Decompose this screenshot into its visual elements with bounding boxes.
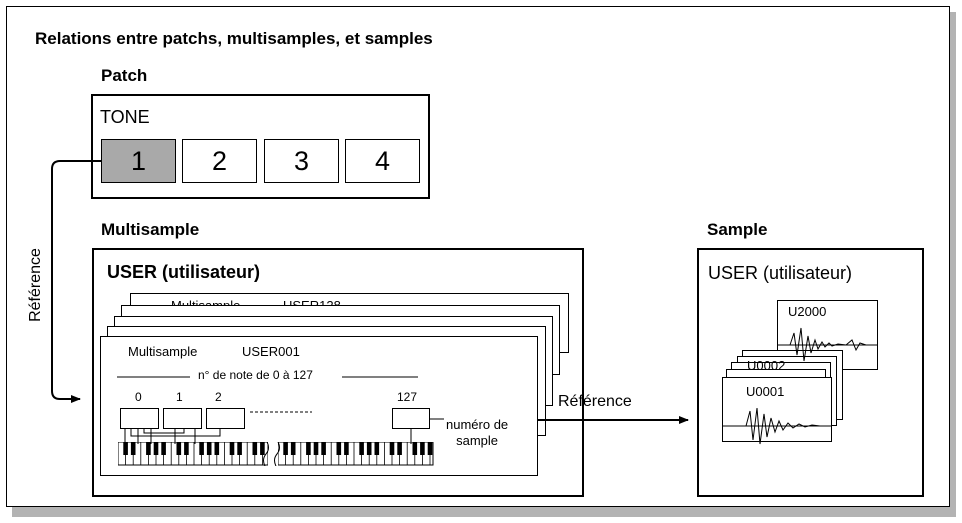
diagram-title: Relations entre patchs, multisamples, et… [35,29,433,48]
tone-label: TONE [100,107,150,127]
sample-number-label-line1: numéro de [446,417,509,432]
front-sheet-label: Multisample [128,344,198,359]
sample-slot-1 [163,408,202,429]
note-label-1: 1 [176,390,183,404]
sample-heading: Sample [707,220,768,239]
black-key [290,442,296,455]
sample-card-u0001-label: U0001 [746,384,785,399]
black-key [420,442,425,455]
black-key [389,442,395,455]
sample-card-u0001 [722,377,832,442]
waveform-u0001 [745,407,821,445]
reference-horizontal-label: Référence [558,393,632,410]
black-key [252,442,258,455]
black-key [214,442,220,455]
black-key [130,442,136,455]
black-key [123,442,128,455]
patch-heading: Patch [101,66,148,85]
black-key [161,442,166,455]
sample-slot-127 [392,408,430,429]
sample-user-label: USER (utilisateur) [708,263,853,283]
black-key [260,442,265,455]
slot-to-key-connectors [124,429,412,444]
note-range-label: n° de note de 0 à 127 [198,368,313,382]
black-key [229,442,235,455]
black-key [283,442,288,455]
note-label-2: 2 [215,390,222,404]
tone-2-button: 2 [182,139,257,183]
multisample-user-label: USER (utilisateur) [107,262,261,282]
black-key [427,442,433,455]
black-key [397,442,402,455]
black-key [184,442,189,455]
black-key [206,442,212,455]
sample-slot-0 [120,408,159,429]
black-key [237,442,242,455]
black-key [336,442,342,455]
sample-slot-2 [206,408,245,429]
black-key [306,442,311,455]
black-key [359,442,364,455]
black-key [313,442,319,455]
sample-card-u0002-label: U0002 [747,358,786,373]
tone-4-button: 4 [345,139,420,183]
front-sheet-id: USER001 [242,344,300,359]
black-key [199,442,204,455]
black-key [374,442,380,455]
black-key [366,442,372,455]
black-key [344,442,349,455]
black-key [321,442,326,455]
black-key [146,442,151,455]
sample-card-u2000-label: U2000 [788,304,827,319]
tone-1-button: 1 [101,139,176,183]
keyboard-right [277,442,434,466]
note-label-127: 127 [397,390,418,404]
black-key [153,442,159,455]
black-key [412,442,418,455]
tone-3-button: 3 [264,139,339,183]
note-label-0: 0 [135,390,142,404]
sample-number-label-line2: sample [456,433,499,448]
black-key [176,442,182,455]
waveform-u2000 [789,327,867,362]
sample-number-label: numéro de sample [446,417,508,449]
keyboard-strip [118,442,434,466]
patch-to-multisample-arrow [51,160,101,403]
multisample-heading: Multisample [101,220,200,239]
